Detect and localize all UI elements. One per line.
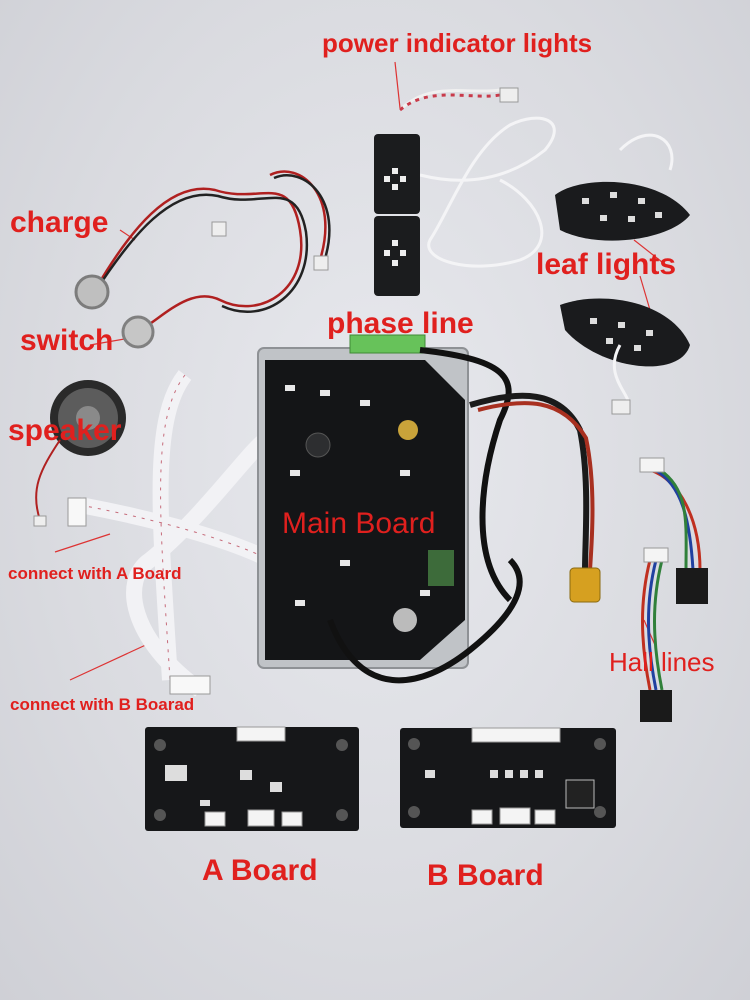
speaker-label: speaker <box>8 414 122 447</box>
indicator-wires <box>398 88 674 268</box>
connect-a-board-label: connect with A Board <box>8 564 182 583</box>
main-board <box>257 334 469 669</box>
connect-b-board-label: connect with B Boarad <box>10 695 195 714</box>
charge-switch-cables <box>93 170 331 332</box>
main-board-label: Main Board <box>282 507 436 540</box>
charge-label: charge <box>10 206 109 239</box>
hall-lines <box>639 457 708 722</box>
charge-port <box>74 274 110 310</box>
a-board <box>145 726 359 831</box>
connector <box>499 87 519 103</box>
hall-lines-label: Hall lines <box>609 647 715 677</box>
pointer-lines <box>54 61 663 681</box>
switch-label: switch <box>20 324 114 357</box>
phase-connector <box>569 567 601 603</box>
power-switch <box>121 315 155 349</box>
b-board-label: B Board <box>427 859 544 892</box>
ribbon-stripes <box>79 374 271 681</box>
speaker <box>33 380 126 527</box>
b-board <box>400 727 616 828</box>
power-indicator-boards <box>374 134 420 296</box>
power-indicator-lights-label: power indicator lights <box>322 28 593 58</box>
a-board-label: A Board <box>202 854 318 887</box>
phase-wires <box>327 347 595 684</box>
leaf-lights-label: leaf lights <box>536 248 677 281</box>
leaf-light-boards <box>555 181 690 415</box>
phase-line-label: phase line <box>327 307 474 340</box>
